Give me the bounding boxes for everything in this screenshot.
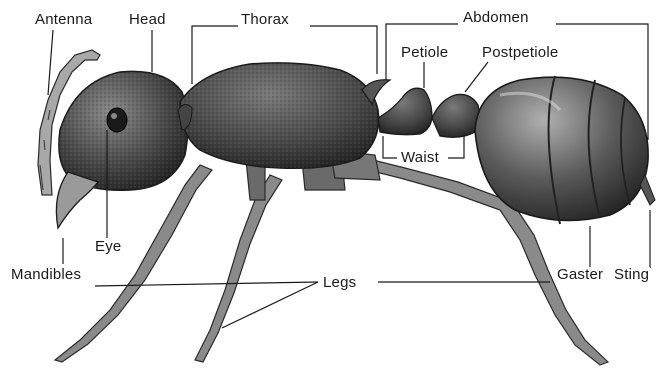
- label-gaster: Gaster: [556, 267, 604, 283]
- label-mandibles: Mandibles: [10, 267, 82, 283]
- petiole-drawing: [378, 88, 432, 134]
- eye-drawing: [107, 108, 127, 132]
- label-eye: Eye: [94, 239, 122, 255]
- middle-leg: [195, 175, 282, 362]
- label-sting: Sting: [613, 267, 650, 283]
- postpetiole-drawing: [432, 94, 479, 137]
- label-thorax: Thorax: [240, 12, 290, 28]
- label-petiole: Petiole: [400, 45, 449, 61]
- waist-drawing: [378, 88, 479, 137]
- label-postpetiole: Postpetiole: [481, 45, 559, 61]
- label-head: Head: [128, 12, 167, 28]
- label-abdomen: Abdomen: [462, 10, 530, 26]
- label-legs: Legs: [322, 275, 357, 291]
- label-waist: Waist: [400, 150, 440, 166]
- label-antenna: Antenna: [34, 12, 93, 28]
- mandibles-drawing: [56, 172, 98, 228]
- legs-leader-middle: [222, 282, 318, 328]
- antenna-leader: [48, 30, 53, 95]
- thorax-drawing: [178, 63, 390, 168]
- head-drawing: [56, 71, 188, 228]
- postpetiole-leader: [465, 62, 488, 92]
- sting-drawing: [640, 175, 655, 205]
